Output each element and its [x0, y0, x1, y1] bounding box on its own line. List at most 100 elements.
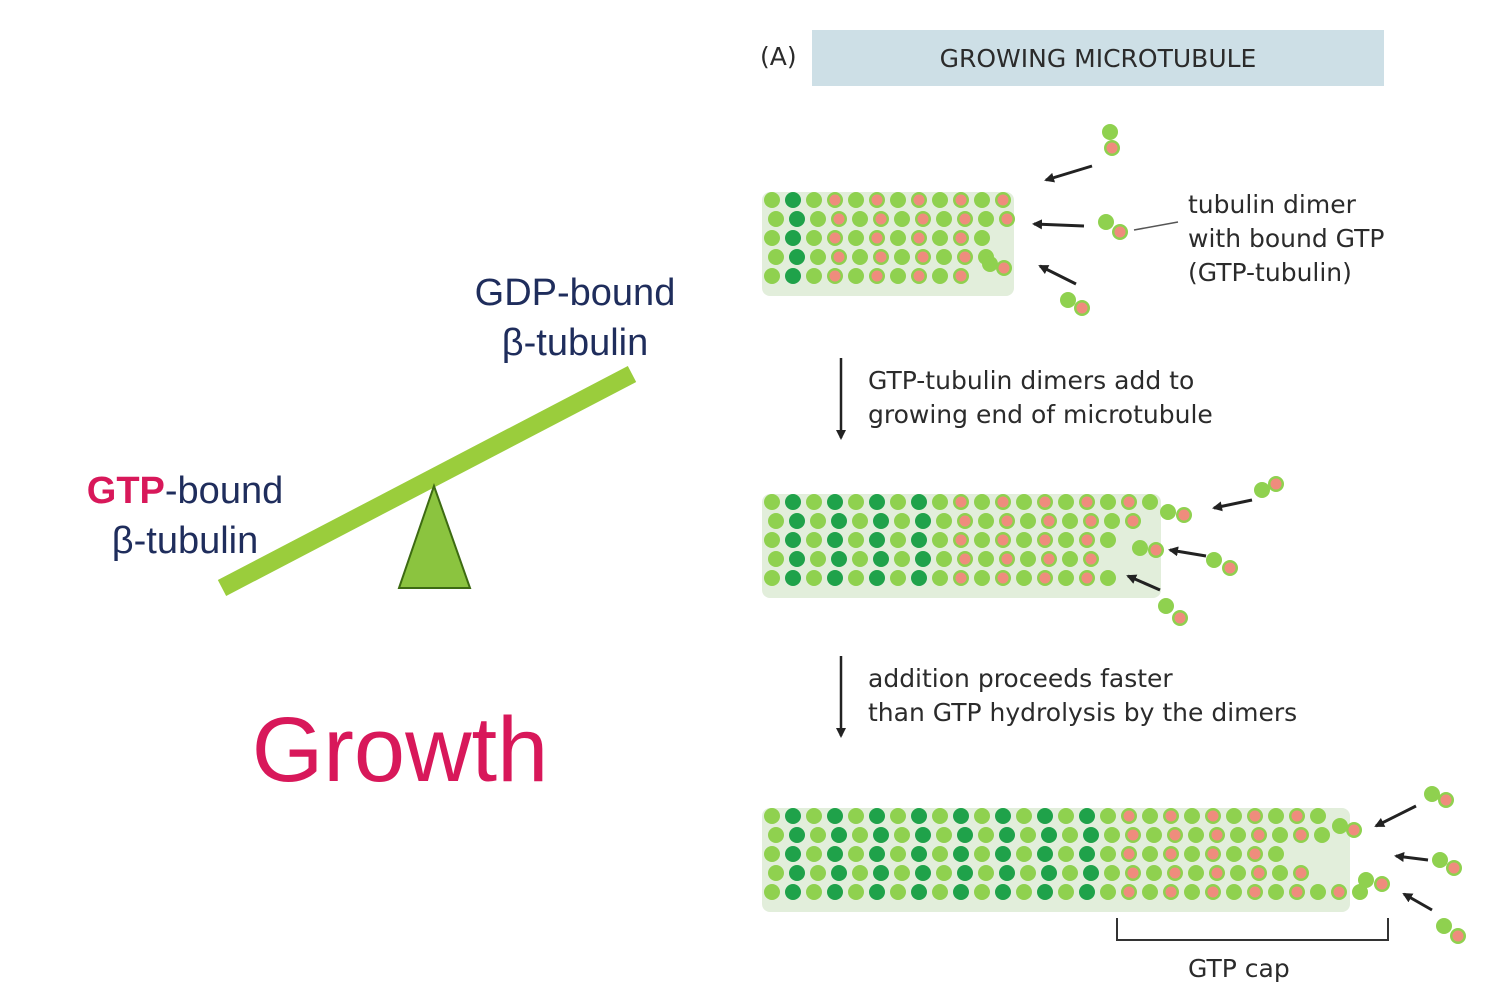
tubulin-subunit	[890, 846, 906, 862]
gtp-subunit	[1207, 848, 1219, 860]
incoming-arrows	[1032, 164, 1433, 912]
gtp-subunit	[1295, 829, 1307, 841]
tubulin-subunit	[978, 865, 994, 881]
tubulin-subunit	[869, 570, 885, 586]
tubulin-subunit	[764, 494, 780, 510]
gtp-label-rest: -bound	[164, 470, 284, 512]
tubulin-subunit	[995, 884, 1011, 900]
gtp-subunit	[1085, 515, 1097, 527]
gdp-label-line-1: GDP-bound	[474, 272, 676, 314]
tubulin-subunit	[936, 865, 952, 881]
tubulin-subunit	[1100, 808, 1116, 824]
tubulin-subunit	[1272, 865, 1288, 881]
tubulin-subunit	[1062, 865, 1078, 881]
tubulin-subunit	[869, 532, 885, 548]
tubulin-subunit	[831, 513, 847, 529]
tubulin-subunit	[785, 532, 801, 548]
tubulin-subunit	[936, 551, 952, 567]
tubulin-subunit	[764, 808, 780, 824]
tubulin-subunit	[785, 494, 801, 510]
tubulin-subunit	[1058, 532, 1074, 548]
dimer-note-line-2: with bound GTP	[1188, 224, 1385, 253]
tubulin-subunit	[848, 230, 864, 246]
tubulin-subunit	[827, 884, 843, 900]
gtp-subunit	[1039, 496, 1051, 508]
free-alpha-subunit	[1254, 482, 1270, 498]
tubulin-subunit	[1062, 551, 1078, 567]
free-alpha-subunit	[1098, 214, 1114, 230]
tubulin-subunit	[936, 827, 952, 843]
free-gtp-marker	[1348, 824, 1360, 836]
tubulin-subunit	[768, 827, 784, 843]
gtp-subunit	[871, 232, 883, 244]
tubulin-subunit	[890, 230, 906, 246]
tubulin-subunit	[1062, 513, 1078, 529]
incoming-arrow	[1168, 546, 1207, 558]
tubulin-subunit	[995, 808, 1011, 824]
tubulin-subunit	[995, 846, 1011, 862]
gtp-highlight: GTP	[86, 470, 165, 512]
tubulin-subunit	[1083, 865, 1099, 881]
gdp-bound-label: GDP-bound β-tubulin	[420, 268, 730, 368]
tubulin-subunit	[1100, 494, 1116, 510]
gtp-subunit	[1123, 810, 1135, 822]
free-gtp-marker	[1376, 878, 1388, 890]
tubulin-subunit	[1268, 846, 1284, 862]
tubulin-subunit	[932, 846, 948, 862]
gtp-subunit	[917, 251, 929, 263]
tubulin-subunit	[1020, 513, 1036, 529]
gtp-subunit	[955, 232, 967, 244]
gtp-bound-label: GTP-bound β-tubulin	[40, 466, 330, 566]
gtp-subunit	[1123, 848, 1135, 860]
tubulin-subunit	[932, 192, 948, 208]
tubulin-subunit	[890, 192, 906, 208]
tubulin-subunit	[827, 494, 843, 510]
gdp-label-line-2: β-tubulin	[501, 322, 649, 364]
tubulin-subunit	[1142, 808, 1158, 824]
gtp-subunit	[833, 251, 845, 263]
tubulin-subunit	[1146, 865, 1162, 881]
tubulin-subunit	[768, 249, 784, 265]
gtp-label-line-2: β-tubulin	[111, 520, 259, 562]
gtp-subunit	[1039, 572, 1051, 584]
gtp-subunit	[955, 194, 967, 206]
tubulin-subunit	[1016, 532, 1032, 548]
tubulin-subunit	[806, 884, 822, 900]
tubulin-subunit	[1079, 846, 1095, 862]
gtp-subunit	[1295, 867, 1307, 879]
tubulin-subunit	[974, 192, 990, 208]
tubulin-subunit	[785, 192, 801, 208]
tubulin-subunit	[764, 570, 780, 586]
tubulin-subunit	[957, 827, 973, 843]
incoming-arrow	[1212, 498, 1253, 512]
tubulin-subunit	[1079, 808, 1095, 824]
tubulin-subunit	[911, 846, 927, 862]
gtp-subunit	[1169, 829, 1181, 841]
tubulin-subunit	[1037, 884, 1053, 900]
free-alpha-subunit	[1206, 552, 1222, 568]
tubulin-subunit	[1037, 808, 1053, 824]
free-gtp-marker	[1106, 142, 1118, 154]
step-1-note: GTP-tubulin dimers add to growing end of…	[868, 364, 1213, 432]
tubulin-subunit	[789, 865, 805, 881]
tubulin-subunit	[974, 570, 990, 586]
tubulin-subunit	[890, 884, 906, 900]
gtp-subunit	[1123, 886, 1135, 898]
tubulin-subunit	[894, 551, 910, 567]
tubulin-subunit	[932, 230, 948, 246]
tubulin-subunit	[953, 884, 969, 900]
tubulin-subunit	[1184, 884, 1200, 900]
tubulin-subunit	[831, 865, 847, 881]
tubulin-subunit	[768, 211, 784, 227]
tubulin-subunit	[1020, 551, 1036, 567]
panel-title: GROWING MICROTUBULE	[939, 43, 1257, 73]
tubulin-subunit	[768, 865, 784, 881]
gtp-subunit	[997, 496, 1009, 508]
gtp-subunit	[913, 232, 925, 244]
tubulin-subunit	[785, 846, 801, 862]
tubulin-subunit	[827, 808, 843, 824]
gtp-subunit	[875, 213, 887, 225]
tubulin-subunit	[911, 884, 927, 900]
tubulin-subunit	[806, 846, 822, 862]
